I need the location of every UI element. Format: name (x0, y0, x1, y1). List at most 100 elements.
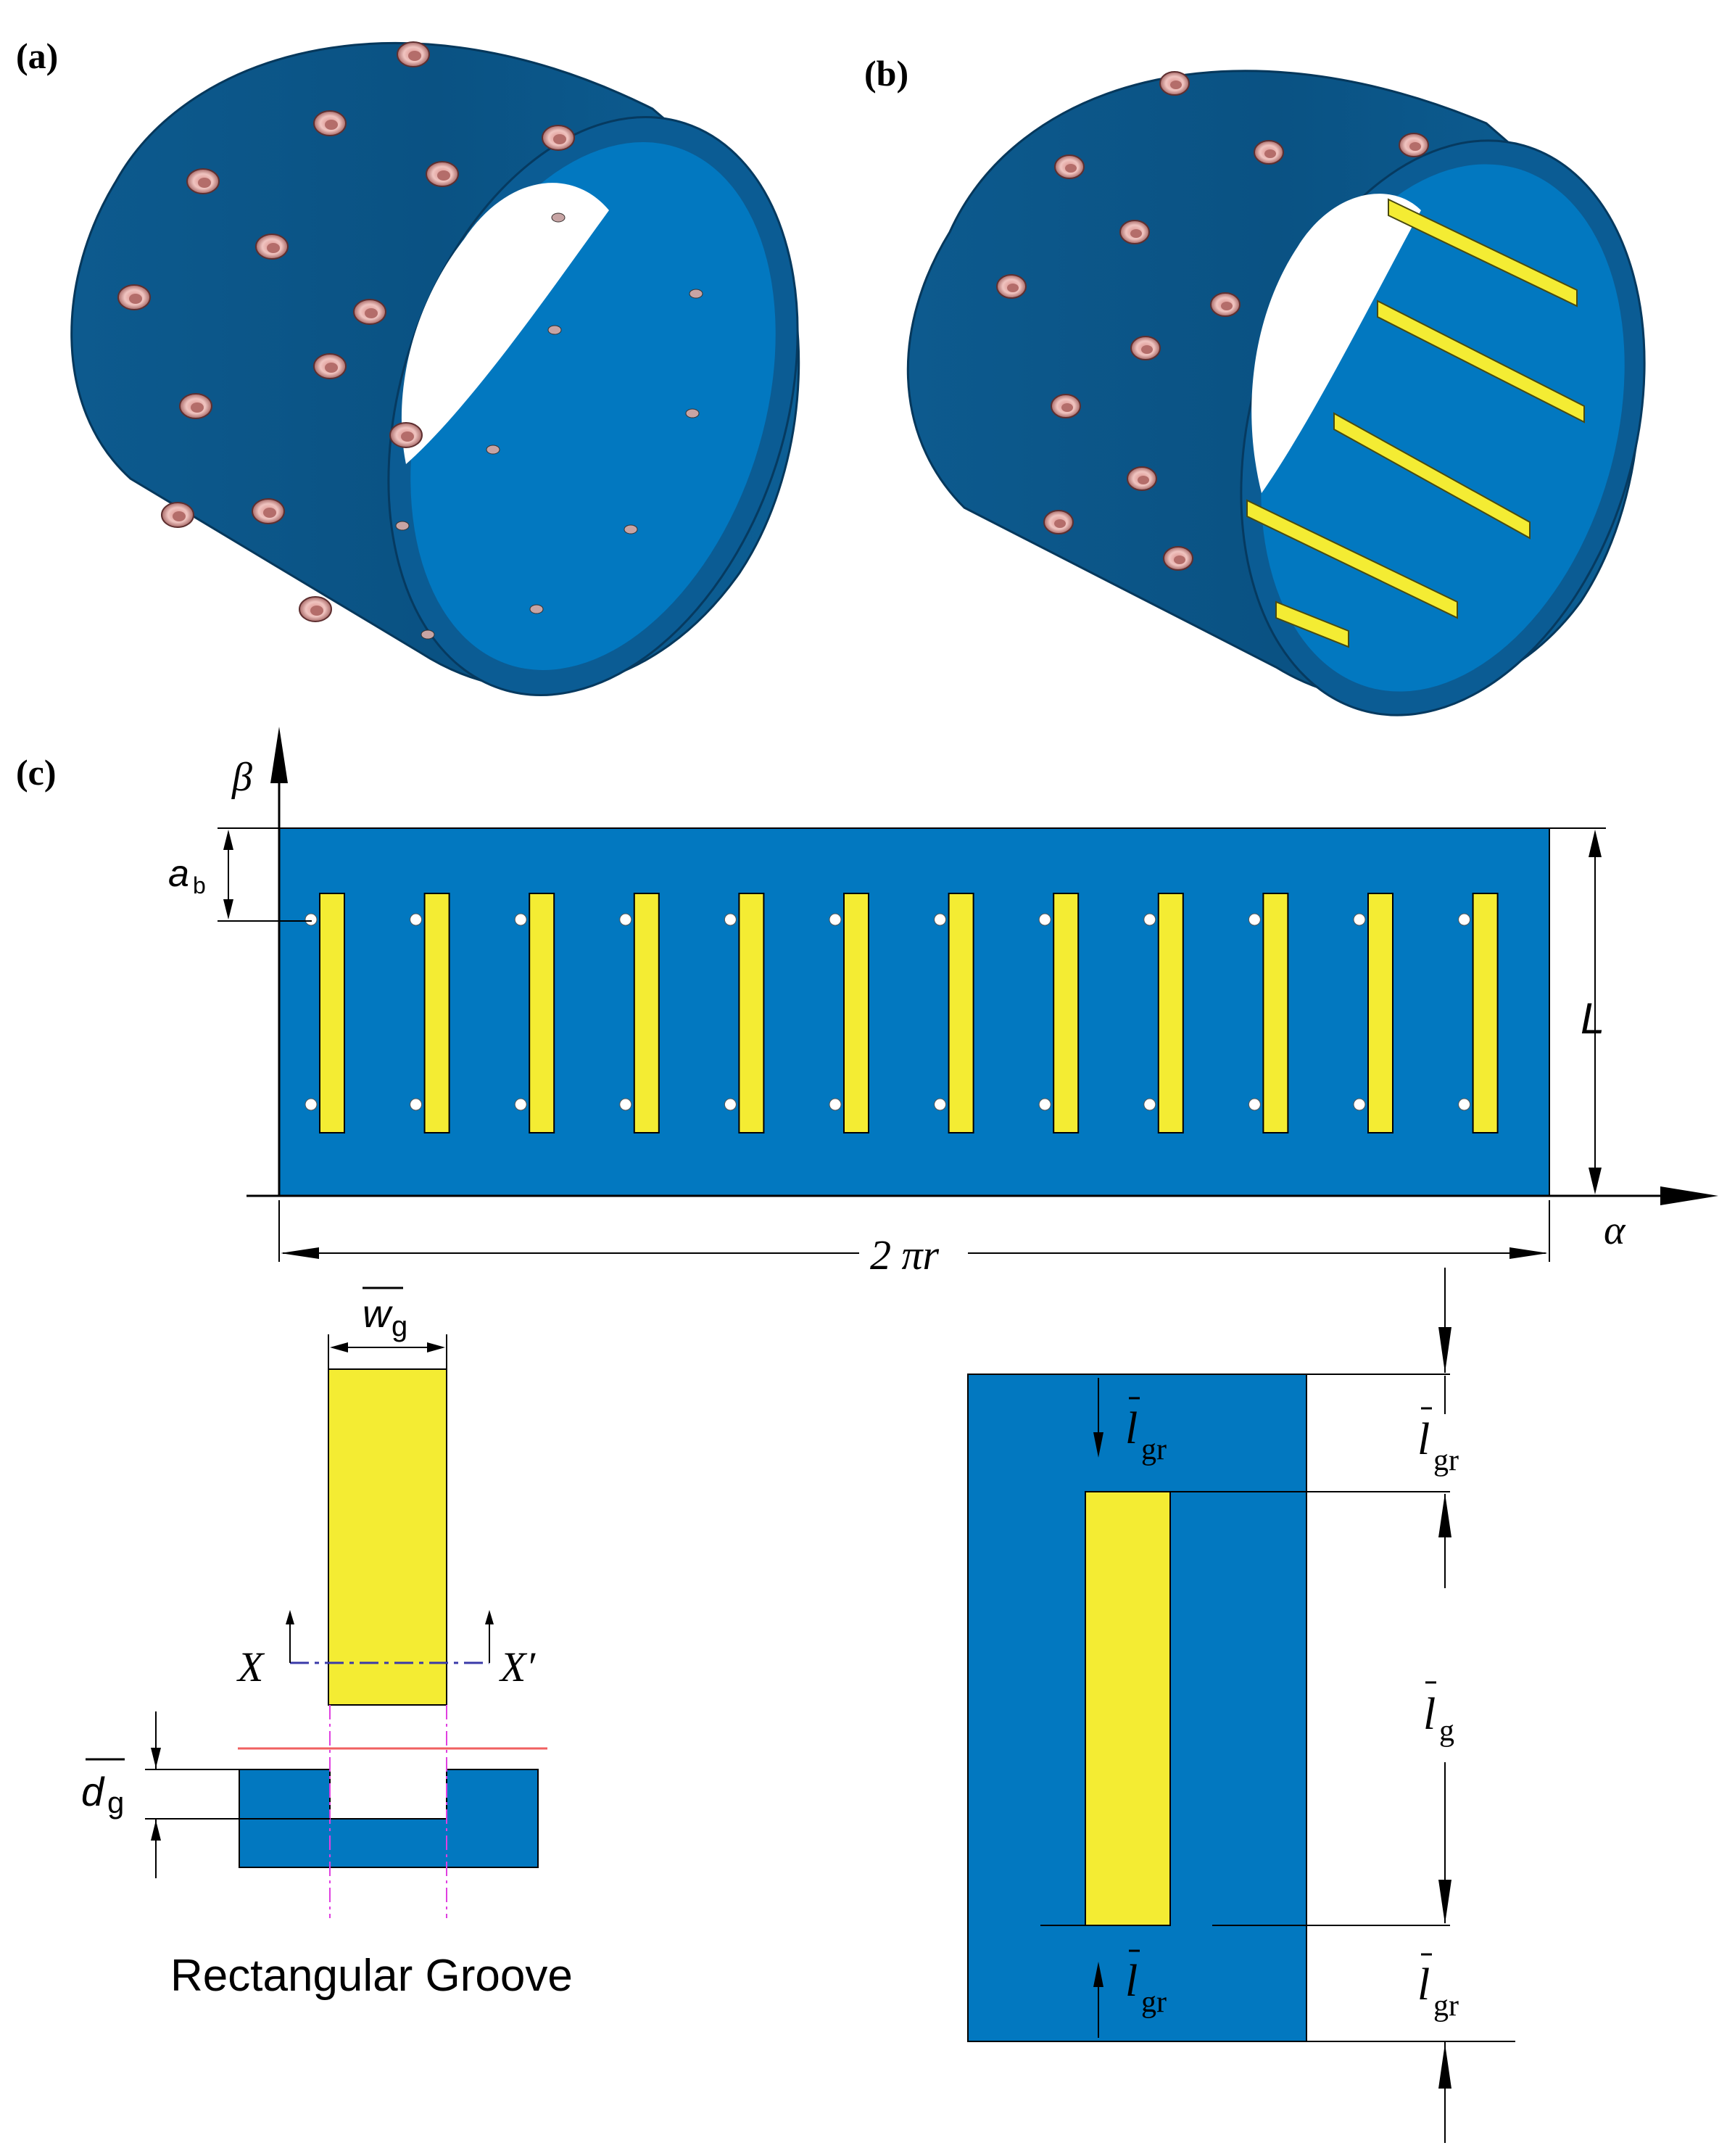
groove (319, 893, 345, 1133)
hole (724, 1098, 737, 1111)
panel-label-c: (c) (16, 752, 57, 793)
groove (1262, 893, 1289, 1133)
inner-groove (1275, 600, 1349, 648)
hole (410, 913, 423, 926)
surface-hole-core (1174, 555, 1185, 564)
groove (423, 893, 450, 1133)
surface-hole-core (1409, 142, 1421, 151)
inner-hole (685, 408, 700, 418)
surface-hole-core (1054, 519, 1066, 528)
groove (1367, 893, 1393, 1133)
bearing-3d-plain (70, 41, 800, 696)
dg-arrow-lower (151, 1820, 161, 1841)
surface-hole-core (263, 508, 276, 518)
surface-hole-core (1007, 284, 1019, 292)
unwrapped-grooves (305, 893, 1499, 1133)
svg-text:gr: gr (1433, 1989, 1459, 2023)
hole (1143, 1098, 1156, 1111)
svg-text:l: l (1417, 1415, 1430, 1464)
hole (1038, 913, 1051, 926)
groove-length-detail: l gr l gr l g l gr l gr (967, 1268, 1515, 2143)
surface-hole-core (1141, 345, 1153, 354)
arrow-top-down (1438, 1327, 1451, 1373)
inner-hole (395, 521, 410, 531)
hole (829, 1098, 842, 1111)
surface-hole-core (310, 606, 323, 616)
circ-arrow-left (281, 1247, 319, 1259)
inner-hole (421, 629, 435, 640)
lgr-label-inner-top: l gr (1125, 1397, 1167, 1466)
inner-hole (486, 445, 500, 455)
ab-arrow-bottom (223, 899, 233, 920)
hole (1353, 1098, 1366, 1111)
surface-hole-core (437, 170, 450, 181)
dg-arrow-upper (151, 1748, 161, 1768)
inner-groove (1388, 198, 1578, 307)
hole (410, 1098, 423, 1111)
beta-axis-arrow (270, 727, 288, 783)
groove-caption: Rectangular Groove (170, 1951, 573, 2001)
svg-text:l: l (1417, 1960, 1430, 2010)
beta-axis-label: β (231, 755, 252, 800)
lgr-label-right-bottom: l gr (1417, 1953, 1459, 2023)
inner-arrow-top (1093, 1432, 1103, 1458)
section-label-left: X (236, 1643, 265, 1690)
surface-hole-core (1138, 476, 1149, 484)
hole (514, 913, 527, 926)
surface-hole-core (325, 120, 338, 130)
wg-label: w (363, 1292, 393, 1336)
panel-label-a: (a) (16, 36, 59, 76)
inner-groove (1377, 300, 1585, 424)
groove (948, 893, 974, 1133)
bearing-bore-opening (1251, 194, 1421, 493)
dg-label-sub: g (107, 1785, 124, 1820)
hole (1038, 1098, 1051, 1111)
panel-label-b: (b) (864, 53, 909, 94)
surface-holes (996, 71, 1429, 571)
svg-text:g: g (1439, 1714, 1454, 1748)
hole (619, 913, 632, 926)
lgr-label-right-top: l gr (1417, 1407, 1459, 1477)
L-arrow-top (1589, 830, 1602, 857)
hole (934, 913, 947, 926)
arrow-lg-up (1438, 1493, 1451, 1537)
hole (1458, 913, 1471, 926)
svg-text:l: l (1125, 1957, 1138, 2006)
surface-hole-core (198, 178, 211, 188)
hole (934, 1098, 947, 1111)
wg-arrow-right (427, 1342, 445, 1352)
ab-arrow-top (223, 830, 233, 850)
inner-holes (395, 212, 703, 640)
groove (738, 893, 765, 1133)
surface-hole-core (129, 294, 142, 304)
surface-hole-core (325, 363, 338, 373)
surface-hole-core (365, 308, 378, 318)
svg-text:l: l (1423, 1690, 1436, 1739)
groove (1053, 893, 1080, 1133)
hole (305, 913, 318, 926)
surface-hole-core (1061, 403, 1073, 412)
surface-holes (117, 41, 575, 622)
wg-label-sub: g (392, 1310, 407, 1342)
ab-label: a (168, 853, 189, 895)
inner-grooves (1246, 198, 1585, 648)
svg-text:l: l (1125, 1404, 1138, 1453)
inner-hole (547, 325, 562, 335)
lgr-label-inner-bottom: l gr (1125, 1949, 1167, 2019)
arrow-bottom-up (1438, 2044, 1451, 2089)
inner-groove (1333, 412, 1531, 540)
groove (843, 893, 869, 1133)
surface-hole-core (1065, 164, 1077, 173)
wg-arrow-left (330, 1342, 348, 1352)
hole (619, 1098, 632, 1111)
hole (305, 1098, 318, 1111)
surface-hole-core (1130, 229, 1142, 238)
surface-hole-core (1221, 302, 1233, 310)
unwrapped-surface: β α a b L 2 πr (168, 727, 1718, 1279)
arrow-lg-down (1438, 1880, 1451, 1924)
groove (1157, 893, 1184, 1133)
circumference-label: 2 πr (870, 1231, 940, 1279)
hole (1248, 913, 1261, 926)
hole (829, 913, 842, 926)
hole (1458, 1098, 1471, 1111)
